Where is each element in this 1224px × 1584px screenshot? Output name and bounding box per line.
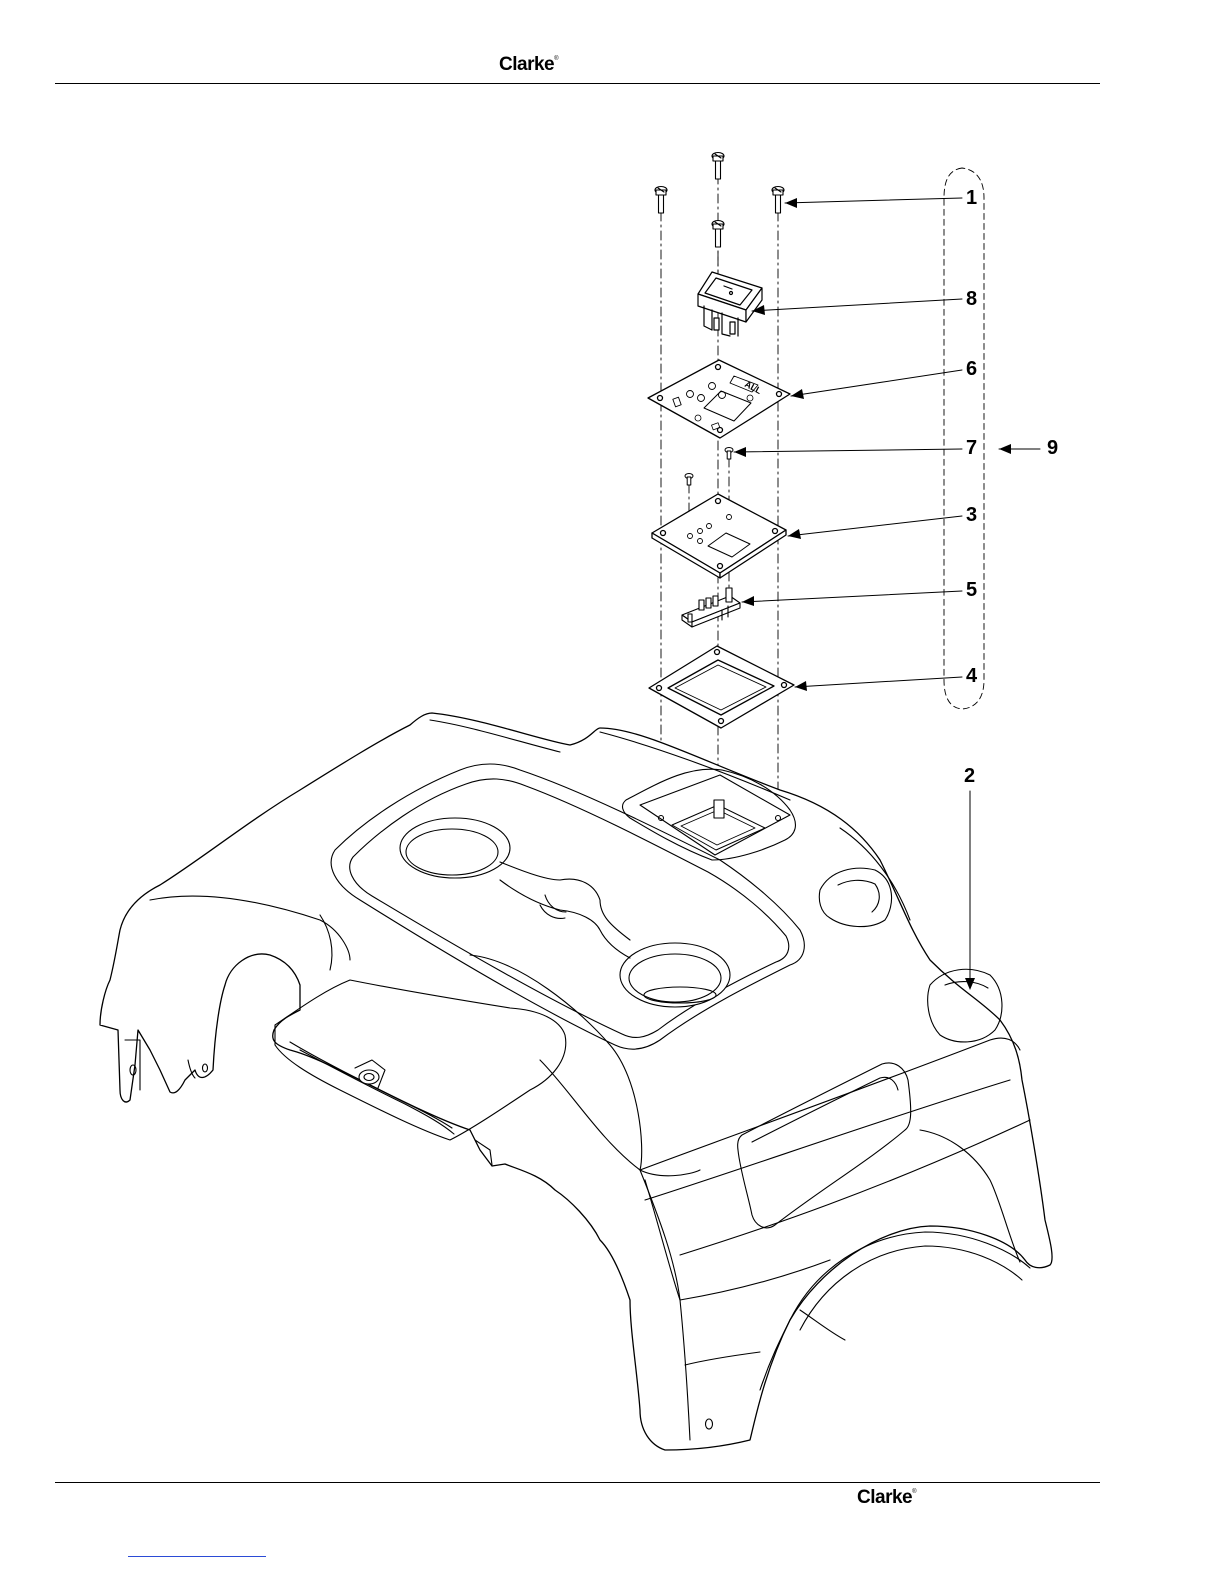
callout-2: 2 (964, 766, 975, 786)
callout-5: 5 (966, 580, 977, 600)
gasket-part-4 (649, 646, 794, 728)
mounting-plate-part-3 (652, 494, 786, 578)
small-screw-part-7 (685, 448, 733, 486)
screw-part-1 (655, 153, 784, 248)
callout-1: 1 (966, 188, 977, 208)
callout-8: 8 (966, 289, 977, 309)
footer-clarke-logo: Clarke® (857, 1487, 916, 1509)
rocker-switch-part-8 (698, 272, 762, 336)
body-shroud-part-2 (100, 713, 1052, 1450)
callout-6: 6 (966, 359, 977, 379)
circuit-board-part-5 (682, 588, 740, 627)
footer-rule (55, 1482, 1100, 1483)
callout-9: 9 (1047, 438, 1058, 458)
footer-link-underline[interactable] (128, 1556, 266, 1557)
kit-bracket-part-9 (944, 168, 984, 709)
footer-brand-text: Clarke (857, 1487, 912, 1508)
callout-3: 3 (966, 505, 977, 525)
callout-7: 7 (966, 438, 977, 458)
callout-4: 4 (966, 666, 977, 686)
decal-plate-part-6 (648, 360, 790, 438)
